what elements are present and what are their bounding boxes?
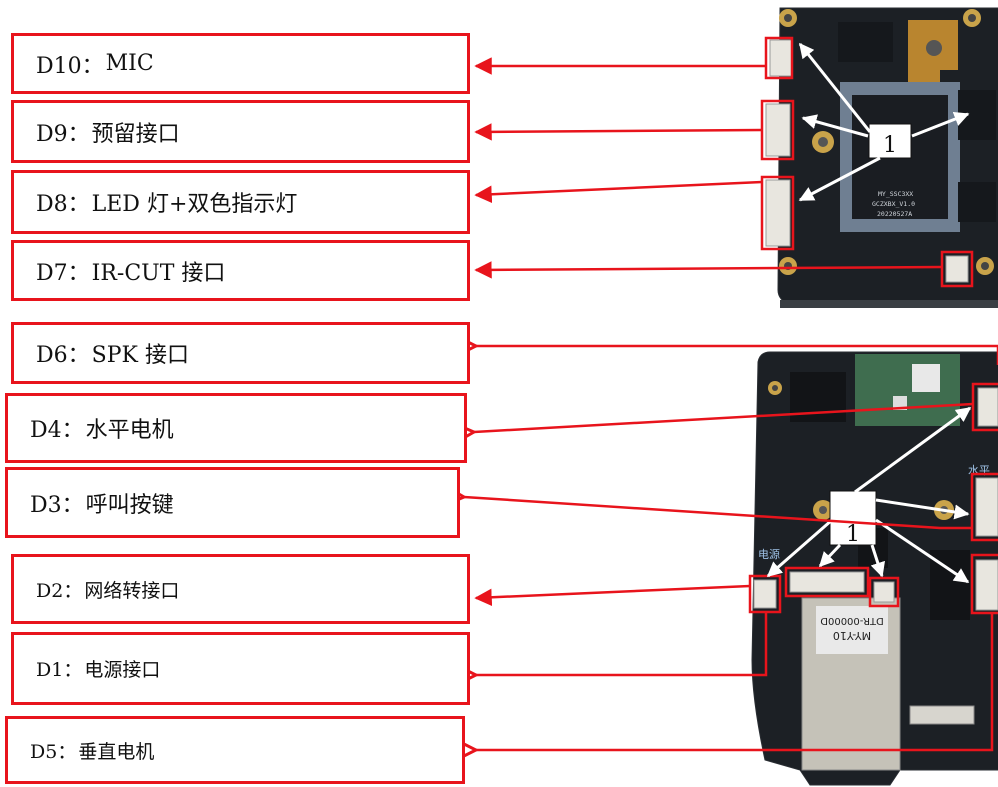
label-d4-text: 水平电机 [85, 418, 174, 443]
label-d3-code: D3： [30, 492, 84, 518]
label-d1-text: 电源接口 [84, 659, 161, 681]
label-d7-code: D7： [36, 260, 90, 286]
label-d9: D9：预留接口 [11, 100, 470, 163]
d7-connector-highlight [940, 250, 974, 288]
d9-arrow [474, 123, 763, 141]
label-d9-text: 预留接口 [91, 121, 180, 147]
label-d5-text: 垂直电机 [78, 740, 155, 763]
d2-connector-highlight [784, 566, 870, 598]
label-d6-code: D6： [36, 343, 90, 368]
label-d8: D8：LED 灯+双色指示灯 [11, 170, 470, 234]
label-d8-text: LED 灯+双色指示灯 [91, 192, 298, 217]
label-d1: D1：电源接口 [11, 632, 470, 705]
sd-label-line2: DTR-00000D [820, 615, 884, 626]
label-d5: D5：垂直电机 [5, 716, 465, 784]
label-d6-text: SPK 接口 [91, 343, 189, 368]
silk-power: 电源 [758, 547, 780, 561]
label-d4-code: D4： [30, 418, 84, 443]
d1-arrow [476, 612, 768, 675]
callout-box-bottom [829, 490, 877, 546]
callout-box-top [868, 123, 912, 159]
label-d9-code: D9： [36, 121, 90, 147]
label-d6: D6：SPK 接口 [11, 322, 470, 384]
silk-line-1: MY_SSC3XX [878, 190, 913, 198]
callout-label-top: 1 [883, 133, 897, 158]
d7-arrow [474, 261, 943, 279]
label-d2-text: 网络转接口 [84, 579, 180, 602]
sd-label-line1: MY-Y10 [833, 629, 871, 642]
label-d10: D10：MIC [11, 33, 470, 94]
d5-connector-highlight [970, 553, 998, 615]
silk-line-2: GCZXBX_V1.0 [872, 200, 915, 208]
d8-connector-highlight [760, 175, 795, 251]
label-d10-code: D10： [36, 53, 104, 79]
label-d2-code: D2： [36, 579, 83, 602]
silk-line-3: 20220527A [877, 210, 912, 218]
d3-connector-highlight [970, 472, 998, 542]
d6-arrow [476, 346, 998, 365]
d4-connector-highlight [971, 382, 998, 432]
label-d7-text: IR-CUT 接口 [91, 260, 226, 286]
label-d3-text: 呼叫按键 [85, 492, 174, 518]
label-d3: D3：呼叫按键 [5, 467, 460, 538]
label-d10-text: MIC [105, 51, 154, 76]
d4-arrow [474, 402, 974, 432]
d3-button-highlight [868, 576, 900, 608]
label-d7: D7：IR-CUT 接口 [11, 240, 470, 301]
label-d1-code: D1： [36, 659, 83, 681]
d10-connector-highlight [764, 36, 794, 80]
d5-arrow [476, 613, 994, 750]
label-d5-code: D5： [30, 740, 77, 763]
label-d4: D4：水平电机 [5, 393, 467, 463]
d2-arrow [474, 584, 751, 607]
bottom-board: MY-Y10 DTR-00000D 电源 水平 [751, 351, 998, 786]
d8-arrow [474, 180, 763, 204]
callout-label-bottom: 1 [846, 522, 860, 547]
label-d2: D2：网络转接口 [11, 554, 470, 624]
d3-arrow [464, 497, 972, 530]
label-d8-code: D8： [36, 192, 90, 217]
